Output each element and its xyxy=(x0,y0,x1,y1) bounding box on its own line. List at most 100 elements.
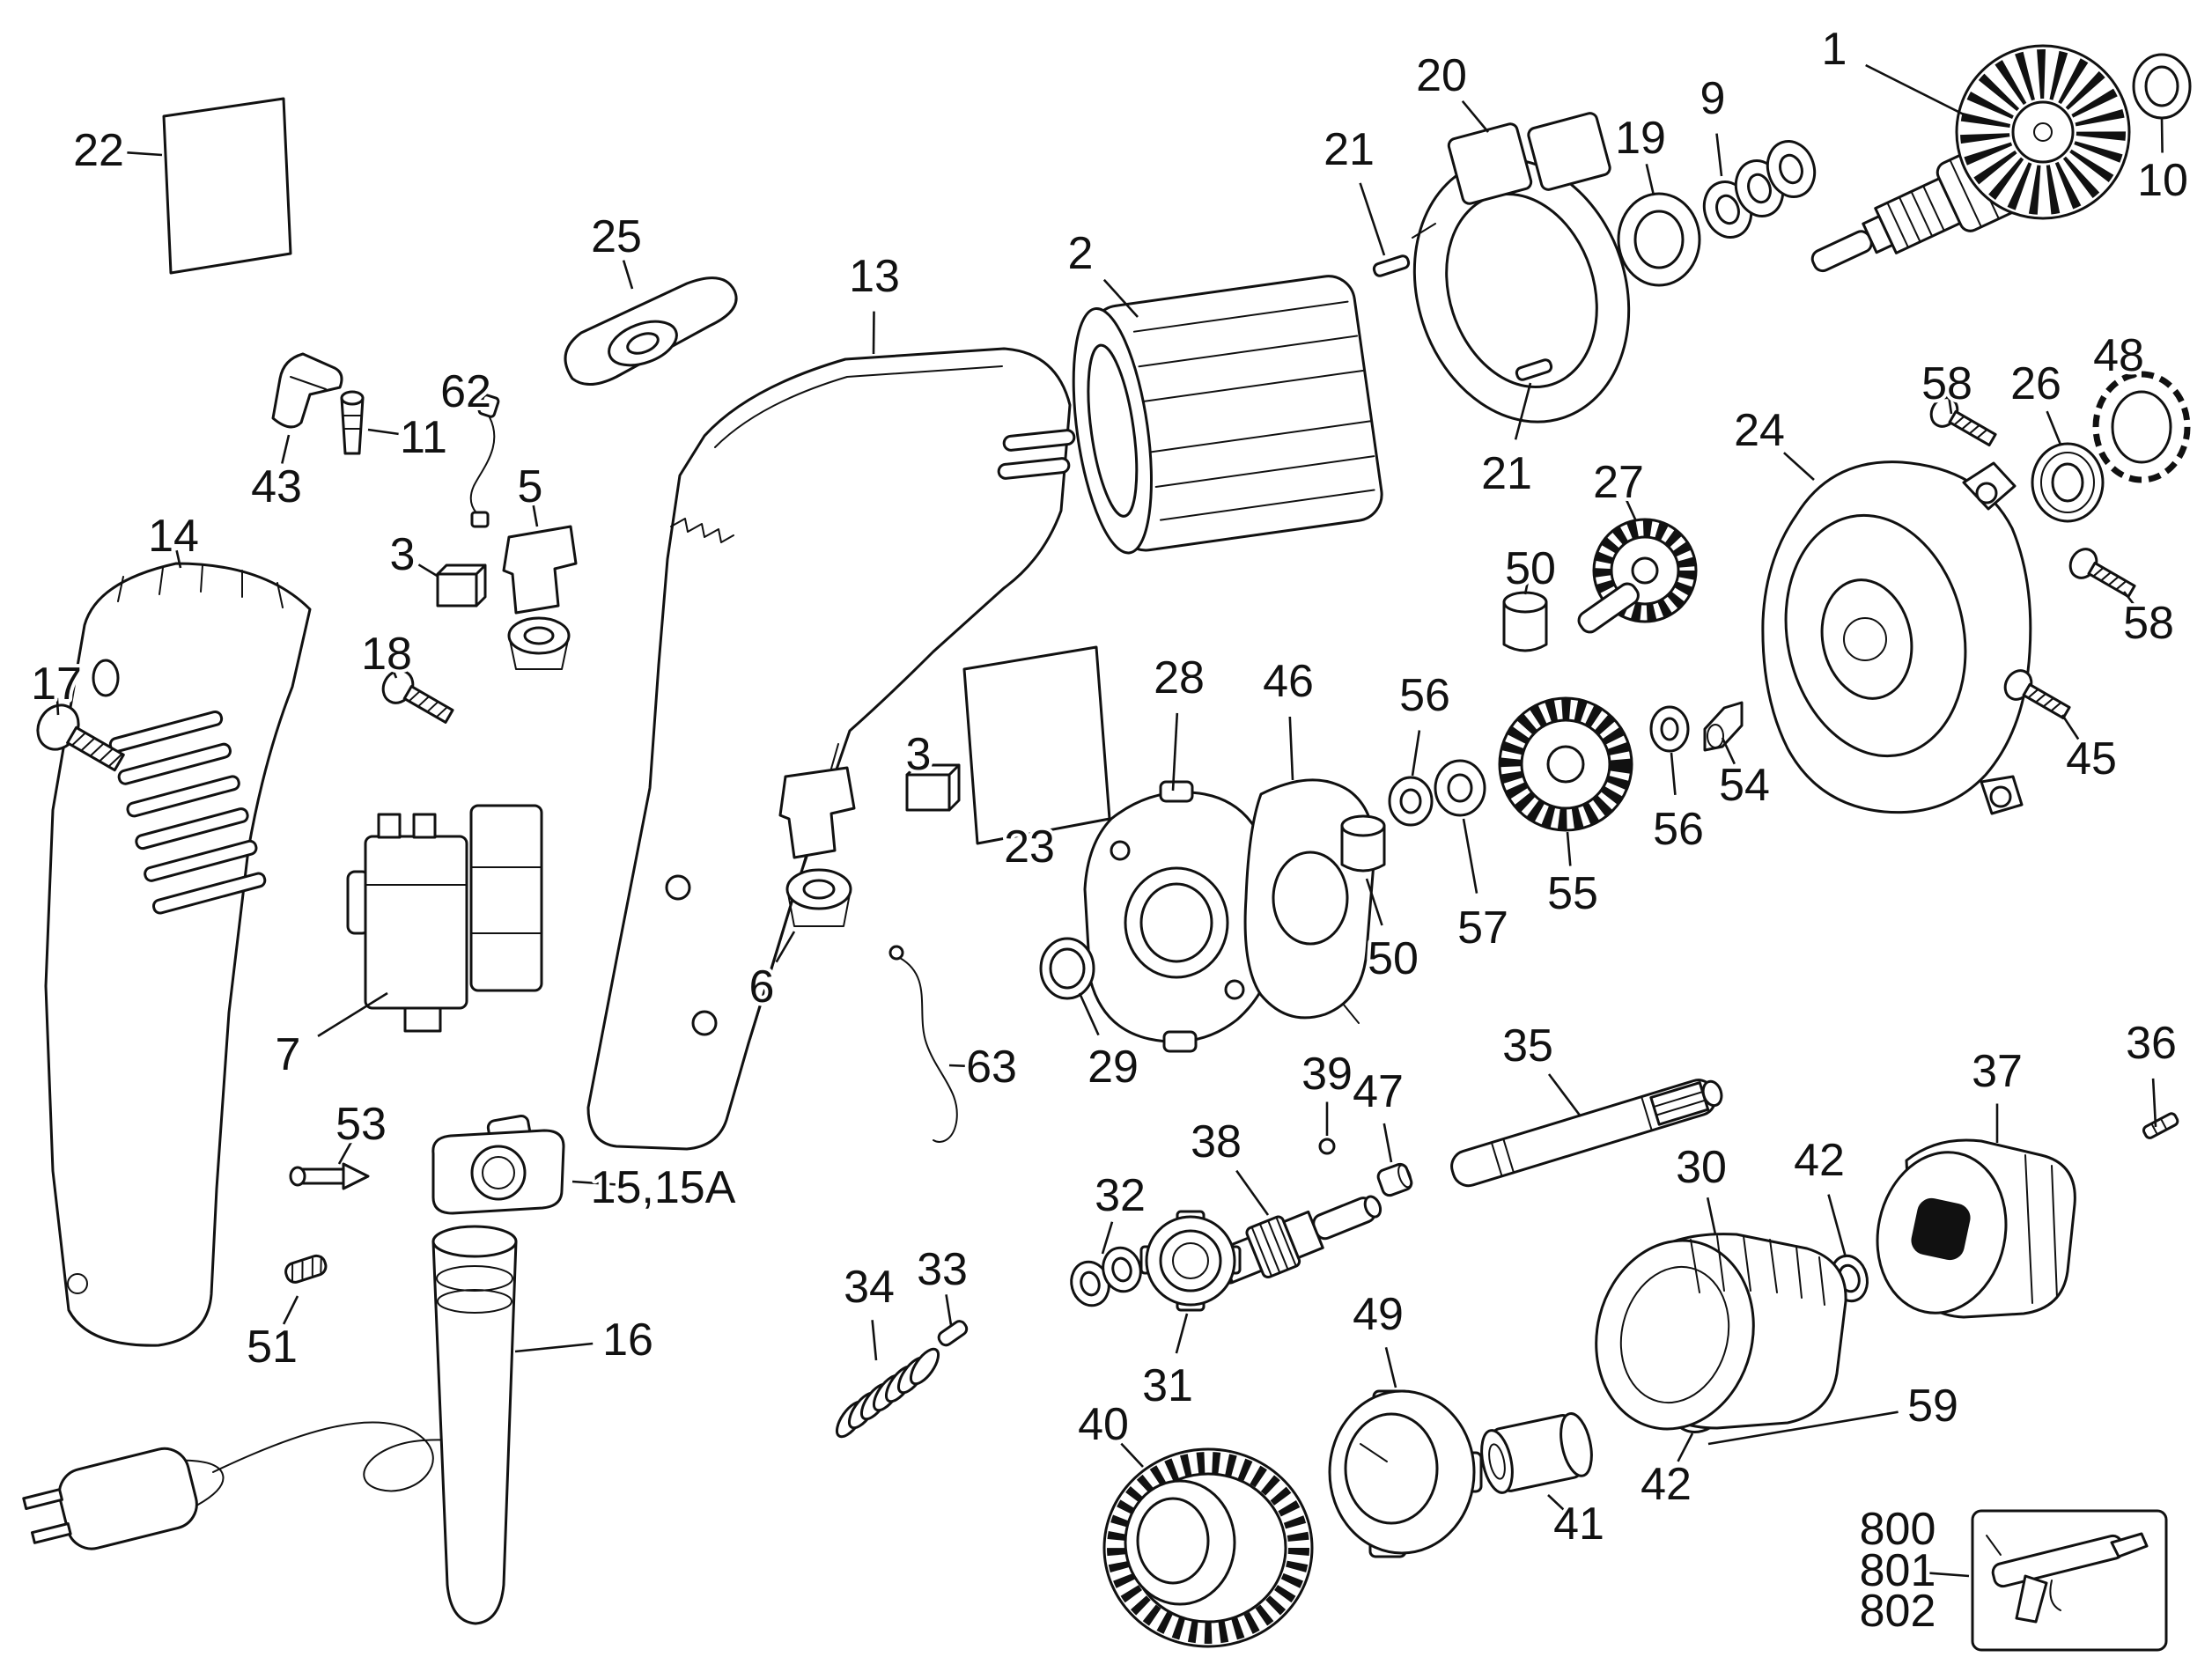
leader-line xyxy=(1359,182,1386,256)
part-label-36: 36 xyxy=(2126,1018,2177,1069)
part-label-sticker xyxy=(162,97,292,275)
part-nameplate-23 xyxy=(962,645,1111,845)
leader-line xyxy=(1523,579,1530,595)
part-pin-33 xyxy=(937,1320,969,1347)
inset-accessory-kit xyxy=(1971,1509,2168,1652)
leader-line xyxy=(514,1342,594,1353)
part-label-29: 29 xyxy=(1088,1042,1139,1093)
leader-line xyxy=(337,1141,352,1165)
part-label-30: 30 xyxy=(1676,1142,1727,1193)
part-retaining-ring-10 xyxy=(2132,53,2192,120)
part-label-28: 28 xyxy=(1154,652,1205,703)
leader-line xyxy=(571,1180,629,1187)
part-label-11: 11 xyxy=(400,412,447,463)
part-cord-set xyxy=(22,1421,499,1550)
leader-line xyxy=(1235,1169,1270,1216)
part-washer-57 xyxy=(1434,759,1486,817)
leader-line xyxy=(775,931,796,963)
leader-line xyxy=(1721,737,1736,765)
part-lead-wire-63 xyxy=(888,945,958,1143)
part-carbon-brush-3b xyxy=(905,763,961,812)
part-label-34: 34 xyxy=(844,1262,895,1313)
part-washer-stack-9 xyxy=(1702,140,1817,239)
leader-line xyxy=(281,434,291,464)
leader-line xyxy=(2151,1078,2157,1128)
part-label-49: 49 xyxy=(1353,1289,1404,1340)
part-label-42: 42 xyxy=(1641,1459,1692,1510)
part-brush-ring-assembly xyxy=(1412,112,1644,423)
part-label-18: 18 xyxy=(361,629,412,680)
part-o-ring-29 xyxy=(1039,937,1095,1000)
part-spindle-sleeve-37 xyxy=(1876,1138,2076,1319)
leader-line xyxy=(1670,752,1677,796)
part-label-39: 39 xyxy=(1301,1049,1353,1100)
part-washers-32 xyxy=(1070,1246,1142,1307)
part-label-5: 5 xyxy=(518,461,543,512)
leader-line xyxy=(1715,133,1723,177)
part-handle-cover xyxy=(44,562,312,1347)
part-label-25: 25 xyxy=(591,211,642,262)
part-label-37: 37 xyxy=(1972,1046,2023,1097)
part-label-48: 48 xyxy=(2093,330,2144,381)
leader-line xyxy=(127,151,163,157)
leader-line xyxy=(55,697,60,716)
leader-line xyxy=(175,549,182,569)
part-screw-58b xyxy=(2068,548,2136,599)
part-label-9: 9 xyxy=(1700,73,1726,124)
part-label-59: 59 xyxy=(1907,1381,1958,1432)
part-clutch-collar-30 xyxy=(1595,1233,1847,1431)
part-label-33: 33 xyxy=(917,1244,968,1295)
part-label-58: 58 xyxy=(2123,598,2174,649)
part-label-57: 57 xyxy=(1457,902,1508,954)
leader-line xyxy=(1706,1197,1717,1235)
part-label-23: 23 xyxy=(1004,821,1055,873)
part-gear-55 xyxy=(1498,696,1633,832)
part-lock-lever-25 xyxy=(564,276,738,386)
part-gear-27 xyxy=(1577,518,1698,634)
part-label-27: 27 xyxy=(1593,457,1644,508)
part-pin-11 xyxy=(340,390,365,455)
leader-line xyxy=(1382,1123,1393,1163)
leader-line xyxy=(1078,992,1100,1036)
part-washer-56b xyxy=(1649,705,1690,753)
part-lead-wire-62 xyxy=(469,394,500,528)
part-screw-17 xyxy=(36,703,125,772)
leader-line xyxy=(919,762,926,772)
part-label-2: 2 xyxy=(1068,228,1094,279)
part-label-1515A: 15,15A xyxy=(591,1162,736,1213)
part-label-54: 54 xyxy=(1719,760,1770,811)
part-spindle-35 xyxy=(1450,1079,1723,1188)
leader-line xyxy=(1783,452,1815,481)
part-field-stator xyxy=(1072,275,1383,555)
leader-line xyxy=(2160,118,2164,153)
leader-line xyxy=(1384,1346,1397,1388)
part-label-42: 42 xyxy=(1794,1135,1845,1186)
leader-line xyxy=(1707,1410,1899,1446)
leader-line xyxy=(1120,1442,1144,1468)
part-lock-collar-31 xyxy=(1139,1210,1242,1312)
leader-line xyxy=(945,1294,953,1326)
part-ferrule-47 xyxy=(1376,1162,1413,1197)
part-cylinder-pin-50b xyxy=(1340,814,1386,873)
part-label-47: 47 xyxy=(1353,1066,1404,1117)
leader-line xyxy=(1288,716,1294,781)
part-label-17: 17 xyxy=(31,659,82,710)
part-label-35: 35 xyxy=(1502,1020,1553,1072)
leader-line xyxy=(389,664,398,679)
part-label-21: 21 xyxy=(1481,448,1532,499)
leader-line xyxy=(1514,382,1532,440)
part-label-56: 56 xyxy=(1399,670,1450,721)
part-screw-45 xyxy=(2003,669,2071,720)
leader-line xyxy=(282,1295,299,1325)
part-label-51: 51 xyxy=(247,1322,298,1373)
leader-line xyxy=(1827,1194,1847,1258)
part-bearing-ring-19 xyxy=(1617,192,1701,287)
leader-line xyxy=(1175,1313,1189,1354)
part-label-50: 50 xyxy=(1368,933,1419,984)
leader-line xyxy=(1865,63,1965,116)
part-cylinder-pin-50a xyxy=(1502,591,1548,652)
part-spring-pin-51 xyxy=(284,1254,328,1284)
leader-line xyxy=(1101,1221,1114,1255)
part-screw-18 xyxy=(381,669,454,724)
